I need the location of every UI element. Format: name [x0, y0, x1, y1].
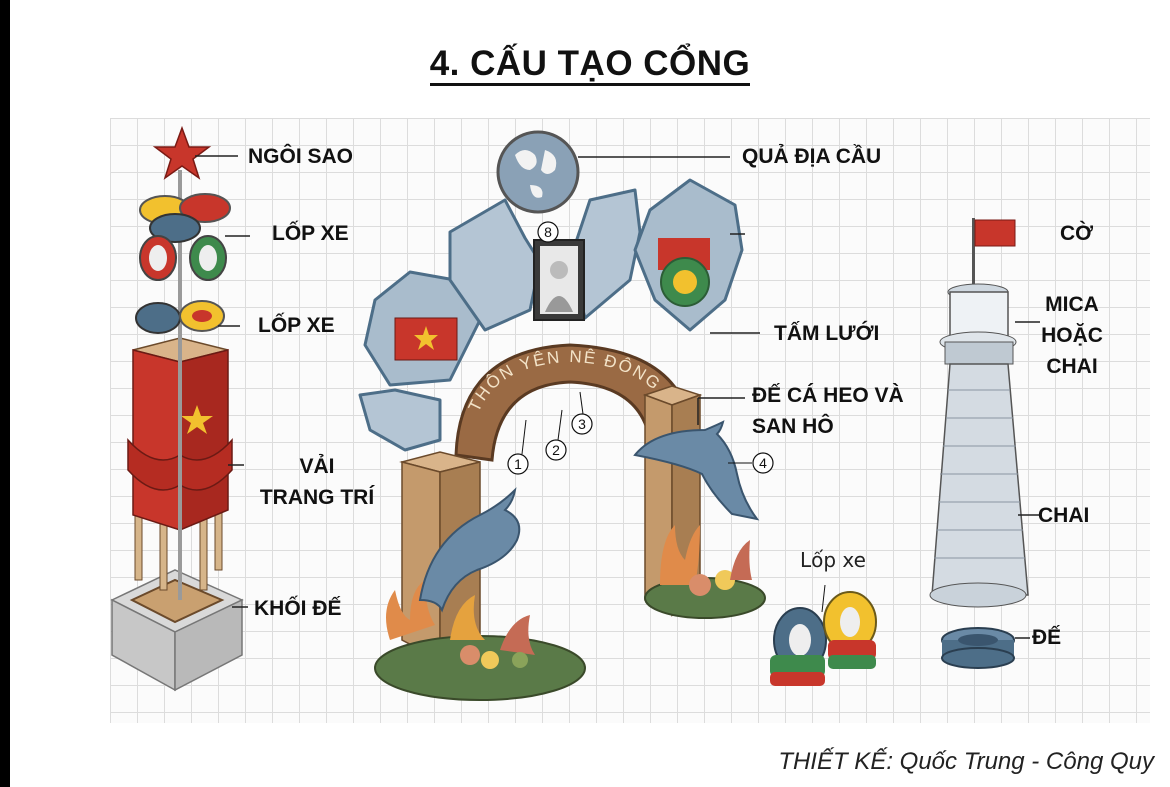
youth-union-emblem	[658, 238, 710, 307]
title-text: 4. CẤU TẠO CỔNG	[429, 44, 751, 86]
badge-4-text: 4	[759, 455, 767, 471]
lighthouse	[929, 218, 1029, 669]
badge-8: 8	[537, 221, 559, 243]
designer-credit: THIẾT KẾ: Quốc Trung - Công Quy	[778, 748, 1154, 775]
label-dolphin-line2: SAN HÔ	[752, 415, 834, 438]
right-dolphin	[633, 420, 760, 521]
badge-2: 2	[545, 439, 567, 461]
label-dolphin-line1: ĐẾ CÁ HEO VÀ	[752, 384, 904, 407]
label-globe: QUẢ ĐỊA CẦU	[742, 145, 882, 168]
center-gate: THÔN YÊN NÊ ĐÔNG	[358, 130, 774, 701]
right-coral-base	[644, 525, 766, 619]
globe	[496, 130, 580, 214]
label-mica-line3: CHAI	[1046, 355, 1098, 378]
badge-4: 4	[752, 452, 774, 474]
label-base: ĐẾ	[1032, 626, 1062, 649]
badge-1: 1	[507, 453, 529, 475]
badge-1-text: 1	[514, 456, 522, 472]
vietnam-flag-panel	[394, 317, 458, 361]
party-flag-icon	[974, 219, 1016, 247]
label-star: NGÔI SAO	[248, 145, 354, 168]
top-star-icon	[152, 125, 212, 180]
badge-3: 3	[571, 413, 593, 435]
base-block	[110, 569, 244, 692]
left-dolphin	[418, 487, 521, 613]
label-dolphin-base: ĐẾ CÁ HEO VÀ SAN HÔ	[752, 380, 904, 442]
tire-stack-mid	[135, 300, 225, 334]
badge-8-text: 8	[544, 224, 552, 240]
label-bottle: CHAI	[1038, 504, 1090, 527]
label-tire-top: LỐP XE	[272, 222, 349, 245]
tire-stack-top	[139, 193, 231, 281]
pillar-legs	[134, 499, 223, 591]
label-tire-mid: LỐP XE	[258, 314, 335, 337]
label-mica: MICA HOẶC CHAI	[1032, 289, 1112, 382]
poster-sheet: 4. CẤU TẠO CỔNG	[10, 0, 1170, 787]
badge-2-text: 2	[552, 442, 560, 458]
portrait-frame	[533, 239, 585, 321]
number-badges: 8 1 2 3 4	[507, 221, 774, 475]
label-base-block: KHỐI ĐẾ	[254, 597, 342, 620]
page-title: 4. CẤU TẠO CỔNG	[10, 44, 1170, 86]
label-mesh: TẤM LƯỚI	[774, 322, 880, 345]
label-mica-line2: HOẶC	[1041, 324, 1103, 347]
left-pillar	[110, 125, 244, 692]
badge-3-text: 3	[578, 416, 586, 432]
label-fabric: VẢI TRANG TRÍ	[242, 451, 392, 513]
pillar-star-icon	[181, 405, 213, 434]
label-tire-handwritten: Lốp xe	[800, 548, 866, 572]
label-flag: CỜ	[1060, 222, 1094, 245]
label-mica-line1: MICA	[1045, 293, 1099, 316]
label-fabric-line1: VẢI	[299, 455, 335, 478]
gate-structure-illustration: THÔN YÊN NÊ ĐÔNG	[110, 125, 1040, 701]
label-fabric-line2: TRANG TRÍ	[259, 486, 375, 509]
loose-tire-stack	[770, 584, 877, 686]
leader-lines	[195, 155, 1040, 639]
left-coral-base	[374, 580, 586, 701]
